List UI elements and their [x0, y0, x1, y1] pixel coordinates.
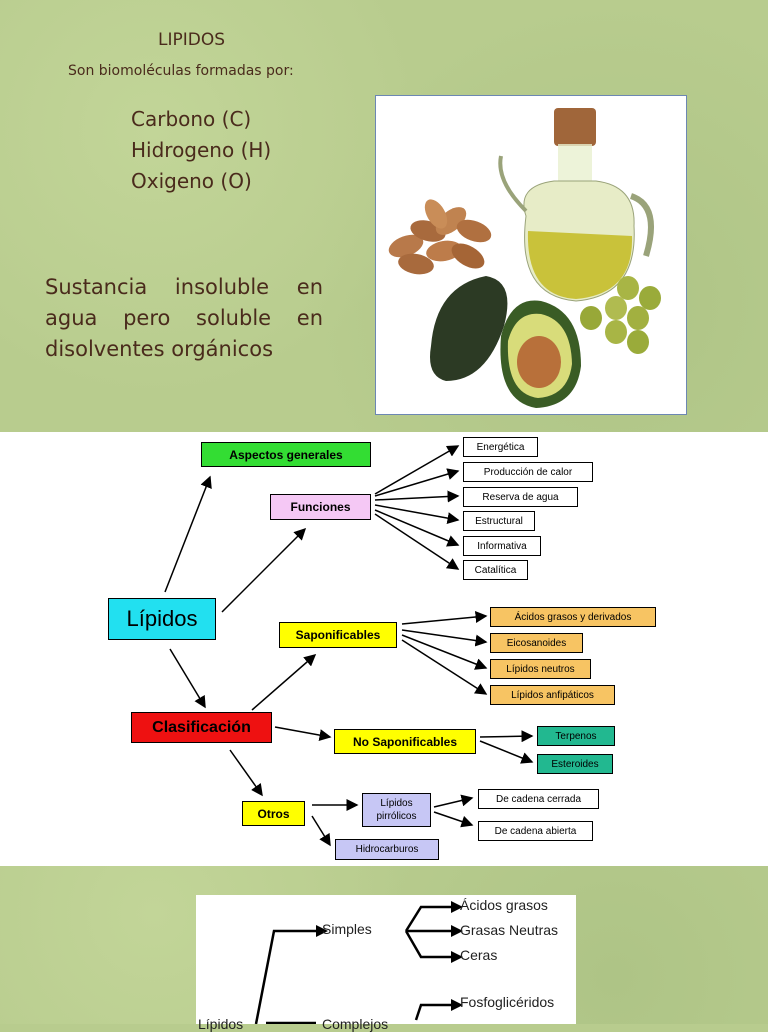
tree-complejos-partial: Complejos	[322, 1016, 389, 1032]
funcion-produccion-calor: Producción de calor	[463, 462, 593, 482]
description-text: Sustancia insoluble en agua pero soluble…	[45, 275, 323, 361]
otros-box: Otros	[242, 801, 305, 826]
element-carbon: Carbono (C)	[131, 107, 252, 131]
slide-one: LIPIDOS Son biomoléculas formadas por: C…	[0, 0, 768, 432]
funcion-reserva-agua: Reserva de agua	[463, 487, 578, 507]
tree-grasas-neutras: Grasas Neutras	[460, 922, 559, 938]
saponificables-box: Saponificables	[279, 622, 397, 648]
sapon-acidos-grasos: Ácidos grasos y derivados	[490, 607, 656, 627]
funcion-catalitica: Catalítica	[463, 560, 528, 580]
oil-bottle-image	[498, 108, 654, 302]
hidrocarburos-box: Hidrocarburos	[335, 839, 439, 860]
slide-title: LIPIDOS	[158, 30, 226, 50]
funcion-informativa: Informativa	[463, 536, 541, 556]
funciones-box: Funciones	[270, 494, 371, 520]
no-sapon-esteroides: Esteroides	[537, 754, 613, 774]
slide-subtitle: Son biomoléculas formadas por:	[68, 63, 294, 79]
element-oxygen: Oxigeno (O)	[131, 169, 252, 193]
pirrol-cadena-abierta: De cadena abierta	[478, 821, 593, 841]
funcion-estructural: Estructural	[463, 511, 535, 531]
sapon-lipidos-neutros: Lípidos neutros	[490, 659, 591, 679]
lipids-concept-map: Lípidos Aspectos generales Funciones Ene…	[0, 432, 768, 866]
root-lipidos-box: Lípidos	[108, 598, 216, 640]
clasificacion-box: Clasificación	[131, 712, 272, 743]
connector-arrows	[164, 445, 534, 847]
sapon-lipidos-anfipaticos: Lípidos anfipáticos	[490, 685, 615, 705]
tree-root-partial: Lípidos	[198, 1016, 244, 1032]
tree-acidos-grasos: Ácidos grasos	[460, 897, 548, 913]
avocado-image	[430, 276, 581, 408]
tree-simples-label: Simples	[322, 921, 372, 937]
no-sapon-terpenos: Terpenos	[537, 726, 615, 746]
funcion-energetica: Energética	[463, 437, 538, 457]
tree-arrows	[254, 901, 463, 1024]
lipidos-pirrolicos-box: Lípidos pirrólicos	[362, 793, 431, 827]
elements-list: Carbono (C) Hidrogeno (H) Oxigeno (O)	[131, 104, 271, 197]
food-photo	[375, 95, 687, 415]
no-saponificables-box: No Saponificables	[334, 729, 476, 754]
classification-tree-image: Simples Ácidos grasos Grasas Neutras Cer…	[196, 895, 576, 1032]
element-hydrogen: Hidrogeno (H)	[131, 138, 272, 162]
almonds-image	[388, 199, 492, 275]
tree-fosfogliceridos: Fosfoglicéridos	[460, 994, 555, 1010]
pirrol-cadena-cerrada: De cadena cerrada	[478, 789, 599, 809]
tree-ceras: Ceras	[460, 947, 498, 963]
olives-image	[580, 276, 661, 354]
aspectos-generales-box: Aspectos generales	[201, 442, 371, 467]
sapon-eicosanoides: Eicosanoides	[490, 633, 583, 653]
